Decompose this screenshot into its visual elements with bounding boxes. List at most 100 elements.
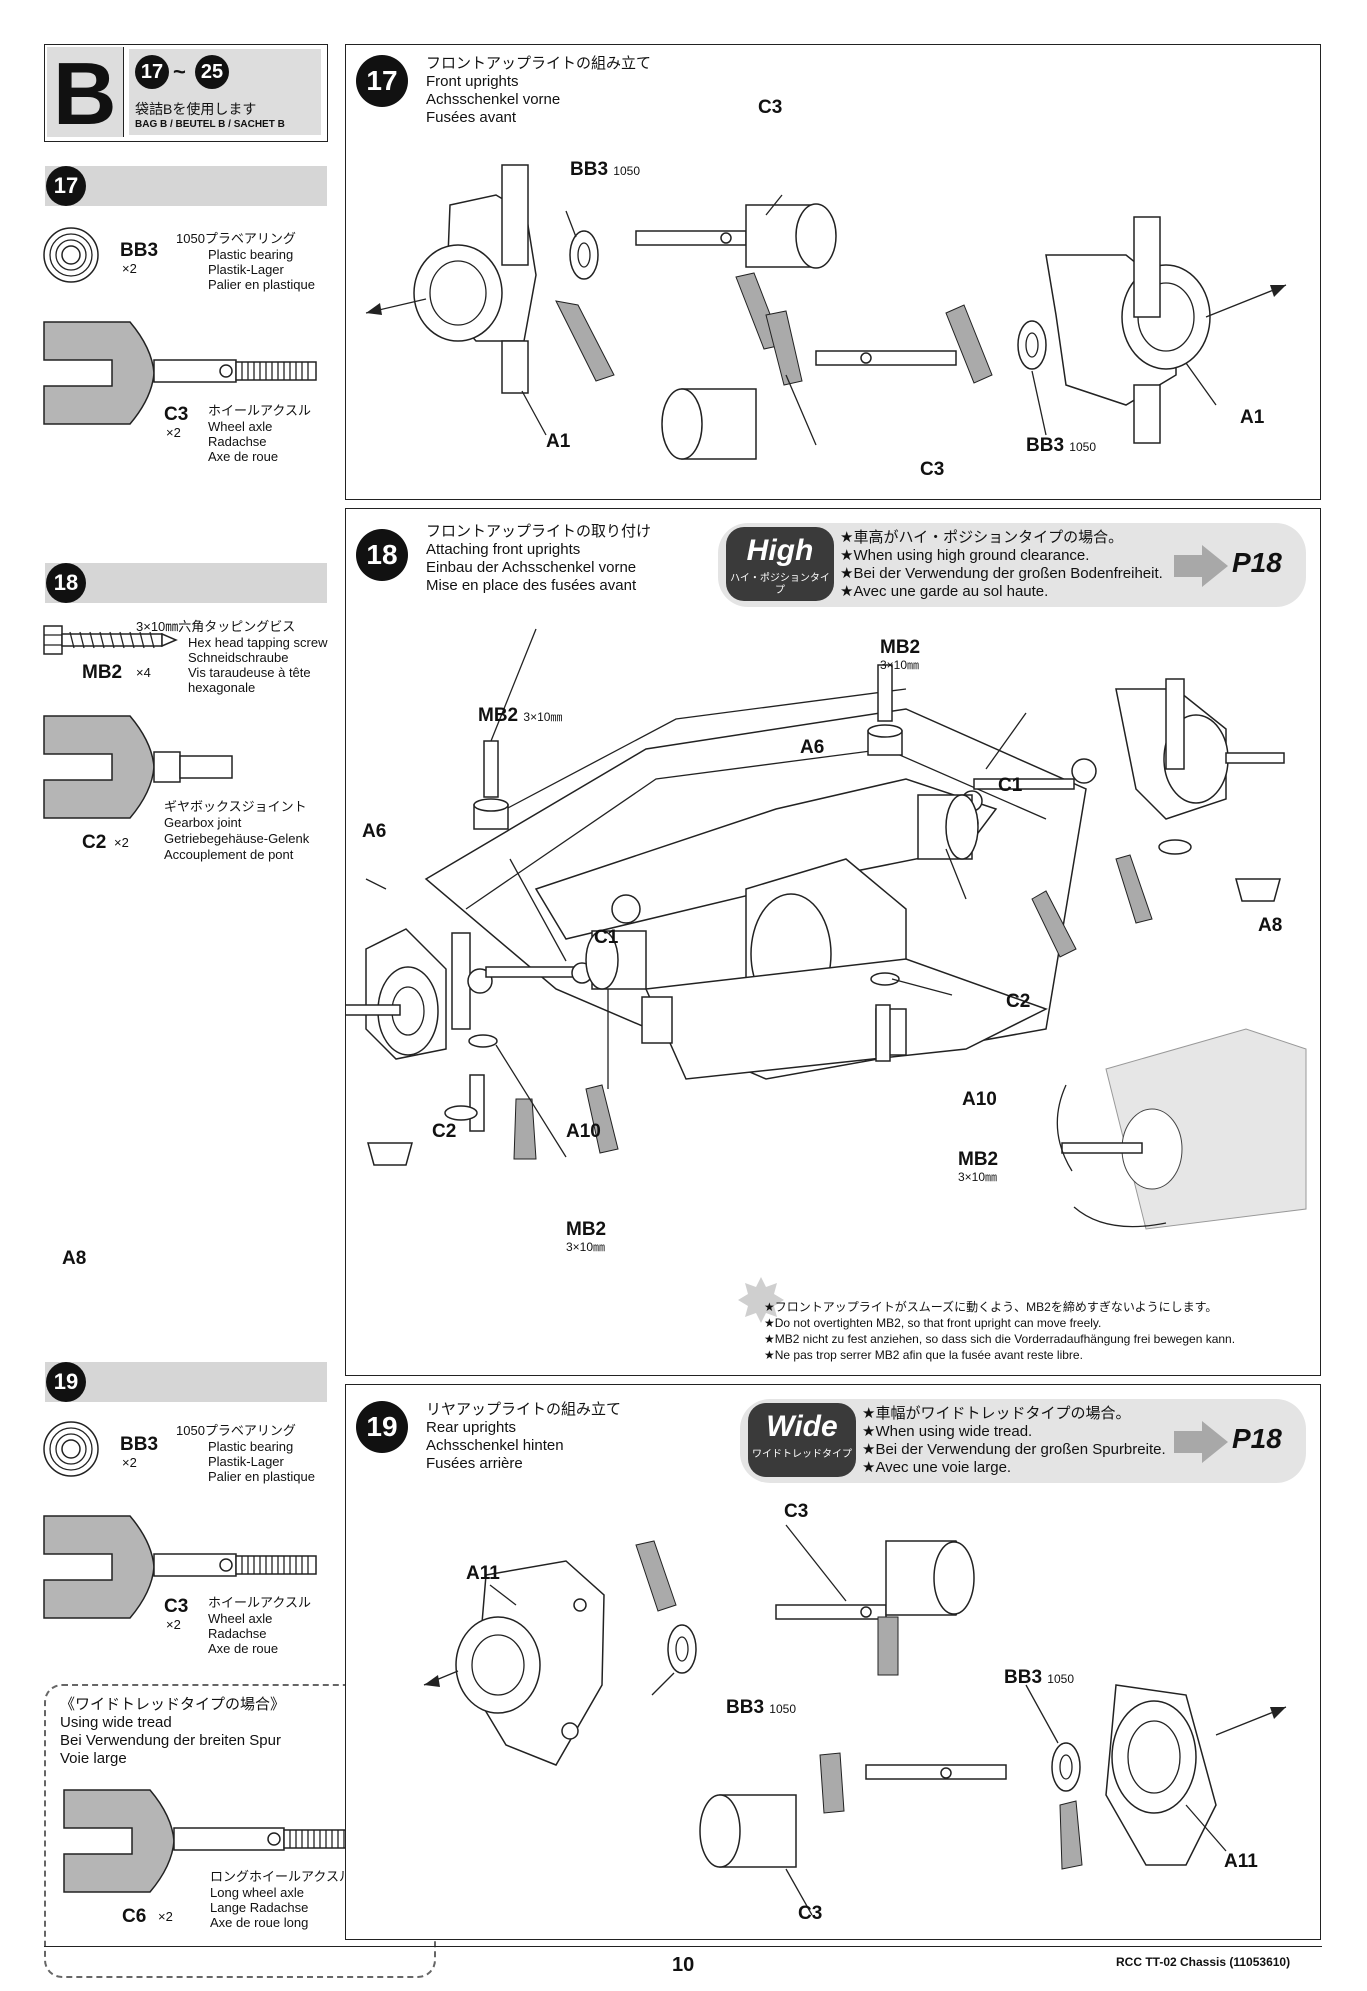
s19-part2-fr: Axe de roue — [208, 1641, 279, 1656]
s18-part1-jp: 3×10㎜六角タッピングビス — [136, 619, 296, 634]
s19-part1-de: Plastik-Lager — [208, 1454, 284, 1469]
s18-mb2-bottom-size: 3×10㎜ — [566, 1239, 606, 1254]
bearing-icon — [43, 227, 99, 283]
s19-bb3-left-size: 1050 — [769, 1702, 796, 1716]
s19-part1-jp: 1050プラベアリング — [176, 1423, 296, 1438]
step17-de: Achsschenkel vorne — [426, 91, 561, 108]
s18-c2-right: C2 — [1006, 991, 1031, 1012]
wide-fr: Voie large — [60, 1750, 127, 1767]
wide-tag: Wide ワイドトレッドタイプ — [748, 1403, 856, 1477]
wide-tread-box: 《ワイドトレッドタイプの場合》 Using wide tread Bei Ver… — [44, 1684, 436, 1978]
range-start-badge: 17 — [135, 55, 169, 89]
wide-note-en: ★When using wide tread. — [862, 1423, 1033, 1440]
s18-a10-right: A10 — [962, 1089, 997, 1110]
s18-part1-code: MB2 — [82, 662, 123, 683]
page-number: 10 — [672, 1954, 695, 1976]
wide-jp: 《ワイドトレッドタイプの場合》 — [60, 1696, 286, 1713]
s18-part1-en: Hex head tapping screw — [188, 635, 328, 650]
s17-part2-jp: ホイールアクスル — [208, 403, 311, 418]
s18-a6-left: A6 — [362, 821, 387, 842]
step18-fr: Mise en place des fusées avant — [426, 577, 637, 594]
s18-mb2-left-code: MB2 — [478, 705, 519, 726]
s17-bb3-left-code: BB3 — [570, 159, 609, 180]
high-tag-sub: ハイ・ポジションタイプ — [730, 573, 830, 596]
s17-part1-qty: ×2 — [122, 261, 137, 276]
wide-part-qty: ×2 — [158, 1909, 173, 1924]
s18-mb2-right: MB2 3×10㎜ — [958, 1149, 998, 1185]
step17-en: Front uprights — [426, 73, 519, 90]
s17-part2-fr: Axe de roue — [208, 449, 279, 464]
s17-label-a1-left: A1 — [546, 431, 571, 452]
wide-tag-label: Wide — [766, 1410, 838, 1443]
s18-mb2-bottom: MB2 3×10㎜ — [566, 1219, 606, 1255]
s17-label-a1-right: A1 — [1240, 407, 1265, 428]
high-tag-label: High — [746, 534, 814, 567]
s17-bb3-right-size: 1050 — [1069, 440, 1096, 454]
s19-part1-code: BB3 — [120, 1434, 159, 1455]
wide-tag-sub: ワイドトレッドタイプ — [752, 1449, 852, 1460]
wide-note-fr: ★Avec une voie large. — [862, 1459, 1012, 1476]
long-wheel-axle-icon — [63, 1789, 375, 1893]
s18-part1-qty: ×4 — [136, 665, 151, 680]
step18-badge: 18 — [356, 529, 408, 581]
s17-bb3-left-size: 1050 — [613, 164, 640, 178]
step19-jp: リヤアップライトの組み立て — [426, 1401, 622, 1418]
s17-label-bb3-left: BB3 1050 — [570, 159, 640, 181]
s17-part1-en: Plastic bearing — [208, 247, 294, 262]
s18-a6-right: A6 — [800, 737, 825, 758]
s18-mb2-top: MB2 3×10㎜ — [880, 637, 920, 673]
sidebar-step18-bar — [45, 563, 327, 603]
step18-panel: 18 フロントアップライトの取り付け Attaching front uprig… — [345, 508, 1321, 1376]
s17-part2-de: Radachse — [208, 434, 267, 449]
s18-a10-left: A10 — [566, 1121, 601, 1142]
step18-de: Einbau der Achsschenkel vorne — [426, 559, 637, 576]
sidebar-step19-badge: 19 — [46, 1362, 86, 1402]
bearing-icon-2 — [43, 1421, 99, 1477]
s19-bb3-left-code: BB3 — [726, 1697, 765, 1718]
wide-en: Using wide tread — [60, 1714, 172, 1731]
s17-label-c3-bottom: C3 — [920, 459, 945, 480]
s19-label-bb3-right: BB3 1050 — [1004, 1667, 1074, 1689]
s19-bb3-right-code: BB3 — [1004, 1667, 1043, 1688]
s19-label-c3-top: C3 — [784, 1501, 809, 1522]
s18-a8-left-outer: A8 — [62, 1248, 87, 1269]
high-page-ref: P18 — [1232, 547, 1282, 578]
high-note-fr: ★Avec une garde au sol haute. — [840, 583, 1049, 600]
s19-part2-jp: ホイールアクスル — [208, 1595, 311, 1610]
s19-label-a11-left: A11 — [466, 1563, 500, 1584]
s17-label-bb3-right: BB3 1050 — [1026, 435, 1096, 457]
s19-part1-fr: Palier en plastique — [208, 1469, 315, 1484]
s17-part2-en: Wheel axle — [208, 419, 273, 434]
sidebar-step17-bar — [45, 166, 327, 206]
s17-part2-qty: ×2 — [166, 425, 181, 440]
step17-panel: 17 フロントアップライトの組み立て Front uprights Achssc… — [345, 44, 1321, 500]
s17-part2-code: C3 — [164, 404, 189, 425]
s19-part1-en: Plastic bearing — [208, 1439, 294, 1454]
s18-c1-right: C1 — [998, 775, 1023, 796]
bag-letter: B — [53, 44, 117, 143]
s19-part2-en: Wheel axle — [208, 1611, 273, 1626]
s18-c1-left: C1 — [594, 927, 619, 948]
s17-part1-de: Plastik-Lager — [208, 262, 284, 277]
caution-jp: ★フロントアップライトがスムーズに動くよう、MB2を締めすぎないようにします。 — [764, 1300, 1218, 1314]
wide-note-jp: ★車幅がワイドトレッドタイプの場合。 — [862, 1405, 1131, 1422]
wide-arrow-icon — [1174, 1421, 1228, 1463]
sidebar-step17-badge: 17 — [46, 166, 86, 206]
s18-part2-code: C2 — [82, 832, 107, 853]
bag-header: B 17 ~ 25 袋詰Bを使用します BAG B / BEUTEL B / S… — [44, 44, 328, 143]
step19-badge: 19 — [356, 1401, 408, 1453]
bag-info-box: 17 ~ 25 袋詰Bを使用します BAG B / BEUTEL B / SAC… — [129, 49, 321, 135]
step18-jp: フロントアップライトの取り付け — [426, 523, 652, 540]
high-arrow-icon — [1174, 545, 1228, 587]
s19-label-a11-right: A11 — [1224, 1851, 1258, 1872]
s19-part2-qty: ×2 — [166, 1617, 181, 1632]
caution-en: ★Do not overtighten MB2, so that front u… — [764, 1316, 1102, 1330]
s19-label-bb3-left: BB3 1050 — [726, 1697, 796, 1719]
s19-bb3-right-size: 1050 — [1047, 1672, 1074, 1686]
sidebar-step19-bar — [45, 1362, 327, 1402]
step17-diagram — [365, 164, 1287, 460]
step18-en: Attaching front uprights — [426, 541, 581, 558]
step19-de: Achsschenkel hinten — [426, 1437, 564, 1454]
s19-part2-de: Radachse — [208, 1626, 267, 1641]
wide-part-en: Long wheel axle — [210, 1885, 304, 1900]
